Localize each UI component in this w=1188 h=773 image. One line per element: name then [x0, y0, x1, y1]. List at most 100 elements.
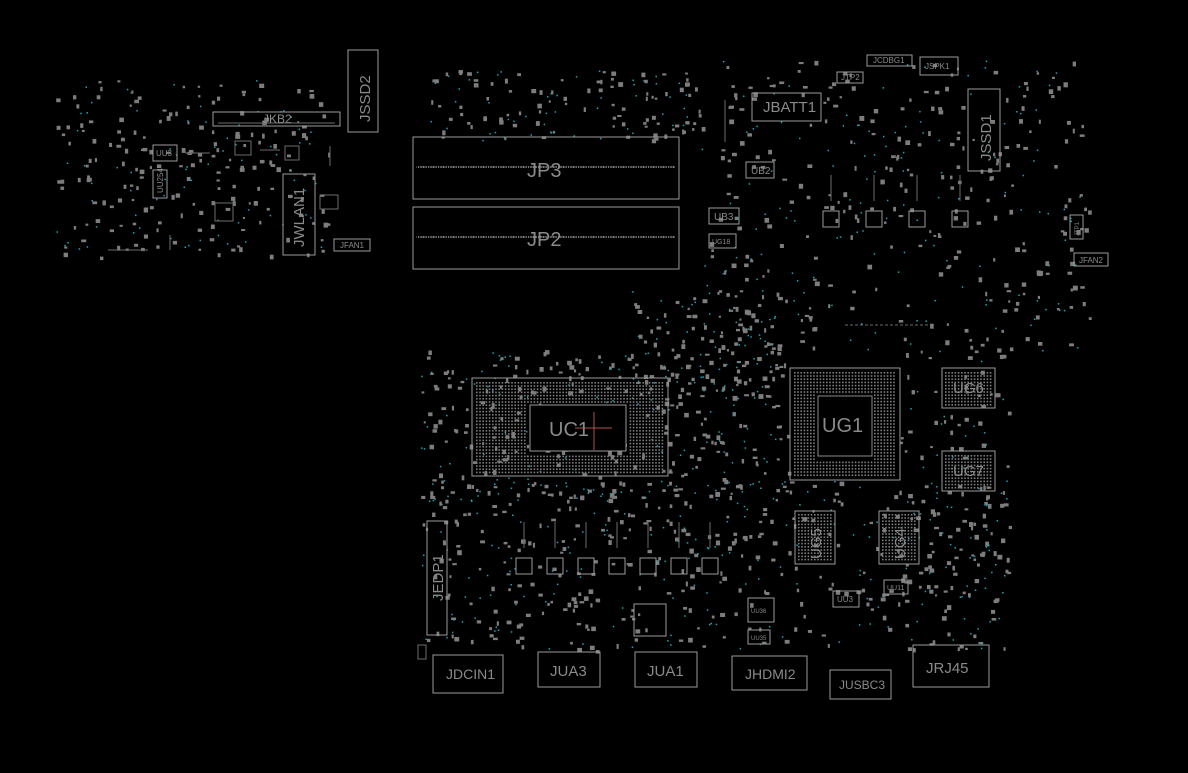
bga-ball [588, 398, 590, 400]
jdcin1-label: JDCIN1 [446, 666, 495, 682]
jp3-slot[interactable] [412, 136, 680, 200]
bga-ball [870, 378, 873, 380]
bga-ball [948, 388, 950, 390]
jfan2-connector[interactable] [1073, 252, 1109, 267]
pad [939, 532, 943, 537]
jtp1-connector[interactable] [1069, 214, 1084, 240]
via [650, 399, 653, 401]
via [877, 606, 880, 608]
jp2-slot[interactable] [412, 206, 680, 270]
pad [954, 556, 959, 560]
uu11-chip[interactable] [883, 579, 909, 595]
uu3-chip[interactable] [152, 144, 178, 162]
bga-ball [954, 378, 957, 380]
uu3b-chip[interactable] [832, 590, 860, 608]
ub2-chip[interactable] [745, 161, 775, 179]
power-mosfet[interactable] [546, 557, 564, 575]
pad [610, 455, 615, 460]
pad [444, 520, 449, 525]
power-mosfet[interactable] [515, 557, 533, 575]
bga-ball [961, 388, 963, 390]
bga-ball [658, 465, 660, 467]
bga-ball [533, 385, 536, 387]
bga-ball [527, 465, 529, 467]
pad [569, 365, 575, 370]
slot-pin [500, 236, 502, 238]
ug5-chip[interactable] [794, 510, 836, 565]
pad [213, 142, 217, 146]
bga-ball [588, 385, 590, 387]
qfn-chip[interactable] [633, 603, 667, 637]
via [925, 320, 927, 322]
pad [934, 585, 939, 589]
power-mosfet[interactable] [822, 210, 840, 228]
bga-ball [485, 394, 488, 397]
jdcin1-connector[interactable] [432, 654, 504, 694]
ub3-chip[interactable] [708, 207, 740, 225]
bga-ball [655, 458, 657, 461]
jua1-connector[interactable] [634, 651, 698, 688]
jssd1-connector[interactable] [967, 88, 1001, 172]
bga-ball [514, 404, 516, 406]
bga-ball [810, 558, 813, 561]
jfan1-connector[interactable] [333, 238, 371, 252]
bga-ball [810, 461, 812, 464]
jssd2-connector[interactable] [347, 49, 379, 133]
bga-ball [485, 398, 488, 400]
power-mosfet[interactable] [951, 210, 969, 228]
bga-ball [797, 455, 799, 457]
jspk1-connector[interactable] [919, 56, 959, 76]
pad [588, 589, 594, 594]
ug7-chip[interactable] [941, 450, 996, 492]
bga-ball [898, 542, 900, 545]
bga-ball [600, 458, 603, 461]
bga-ball [888, 530, 890, 532]
jusbc3-connector[interactable] [829, 669, 892, 700]
jua3-connector[interactable] [537, 651, 601, 688]
bga-ball [495, 385, 497, 387]
jwlan1-connector[interactable] [282, 173, 316, 256]
power-mosfet[interactable] [639, 557, 657, 575]
bga-ball [803, 381, 806, 384]
uc1-chip[interactable] [471, 377, 669, 477]
pad [900, 441, 903, 445]
pad [835, 218, 839, 223]
pad [956, 136, 960, 141]
uu254-chip[interactable] [152, 169, 168, 199]
pad [612, 489, 617, 494]
jtp2-connector[interactable] [836, 71, 864, 84]
pad [724, 270, 727, 275]
bga-ball [820, 517, 822, 519]
bga-ball [661, 465, 664, 467]
jkb2-connector[interactable] [212, 111, 341, 127]
jcdbg1-connector[interactable] [866, 54, 913, 67]
jrj45-connector[interactable] [912, 644, 990, 688]
power-mosfet[interactable] [701, 557, 719, 575]
ug18-chip[interactable] [708, 233, 737, 249]
uu36-chip[interactable] [747, 597, 775, 623]
uu35-chip[interactable] [747, 629, 771, 645]
bga-ball [807, 526, 810, 529]
jhdmi2-connector[interactable] [731, 655, 808, 691]
ug4-chip[interactable] [878, 510, 920, 565]
bga-ball [877, 407, 879, 409]
power-mosfet[interactable] [608, 557, 626, 575]
bga-ball [578, 401, 580, 403]
via [492, 390, 494, 392]
ug6-chip[interactable] [941, 367, 996, 409]
via [903, 251, 906, 254]
power-mosfet[interactable] [908, 210, 926, 228]
ug1-chip[interactable] [789, 367, 901, 481]
bga-ball [829, 372, 831, 374]
power-mosfet[interactable] [577, 557, 595, 575]
via [482, 139, 484, 142]
jbatt1-connector[interactable] [751, 92, 822, 122]
bga-ball [890, 423, 892, 425]
bga-ball [883, 413, 886, 416]
bga-ball [495, 442, 497, 445]
power-mosfet[interactable] [670, 557, 688, 575]
jedp1-connector[interactable] [426, 520, 448, 636]
power-mosfet[interactable] [865, 210, 883, 228]
bga-ball [867, 388, 870, 390]
bga-ball [655, 446, 657, 448]
